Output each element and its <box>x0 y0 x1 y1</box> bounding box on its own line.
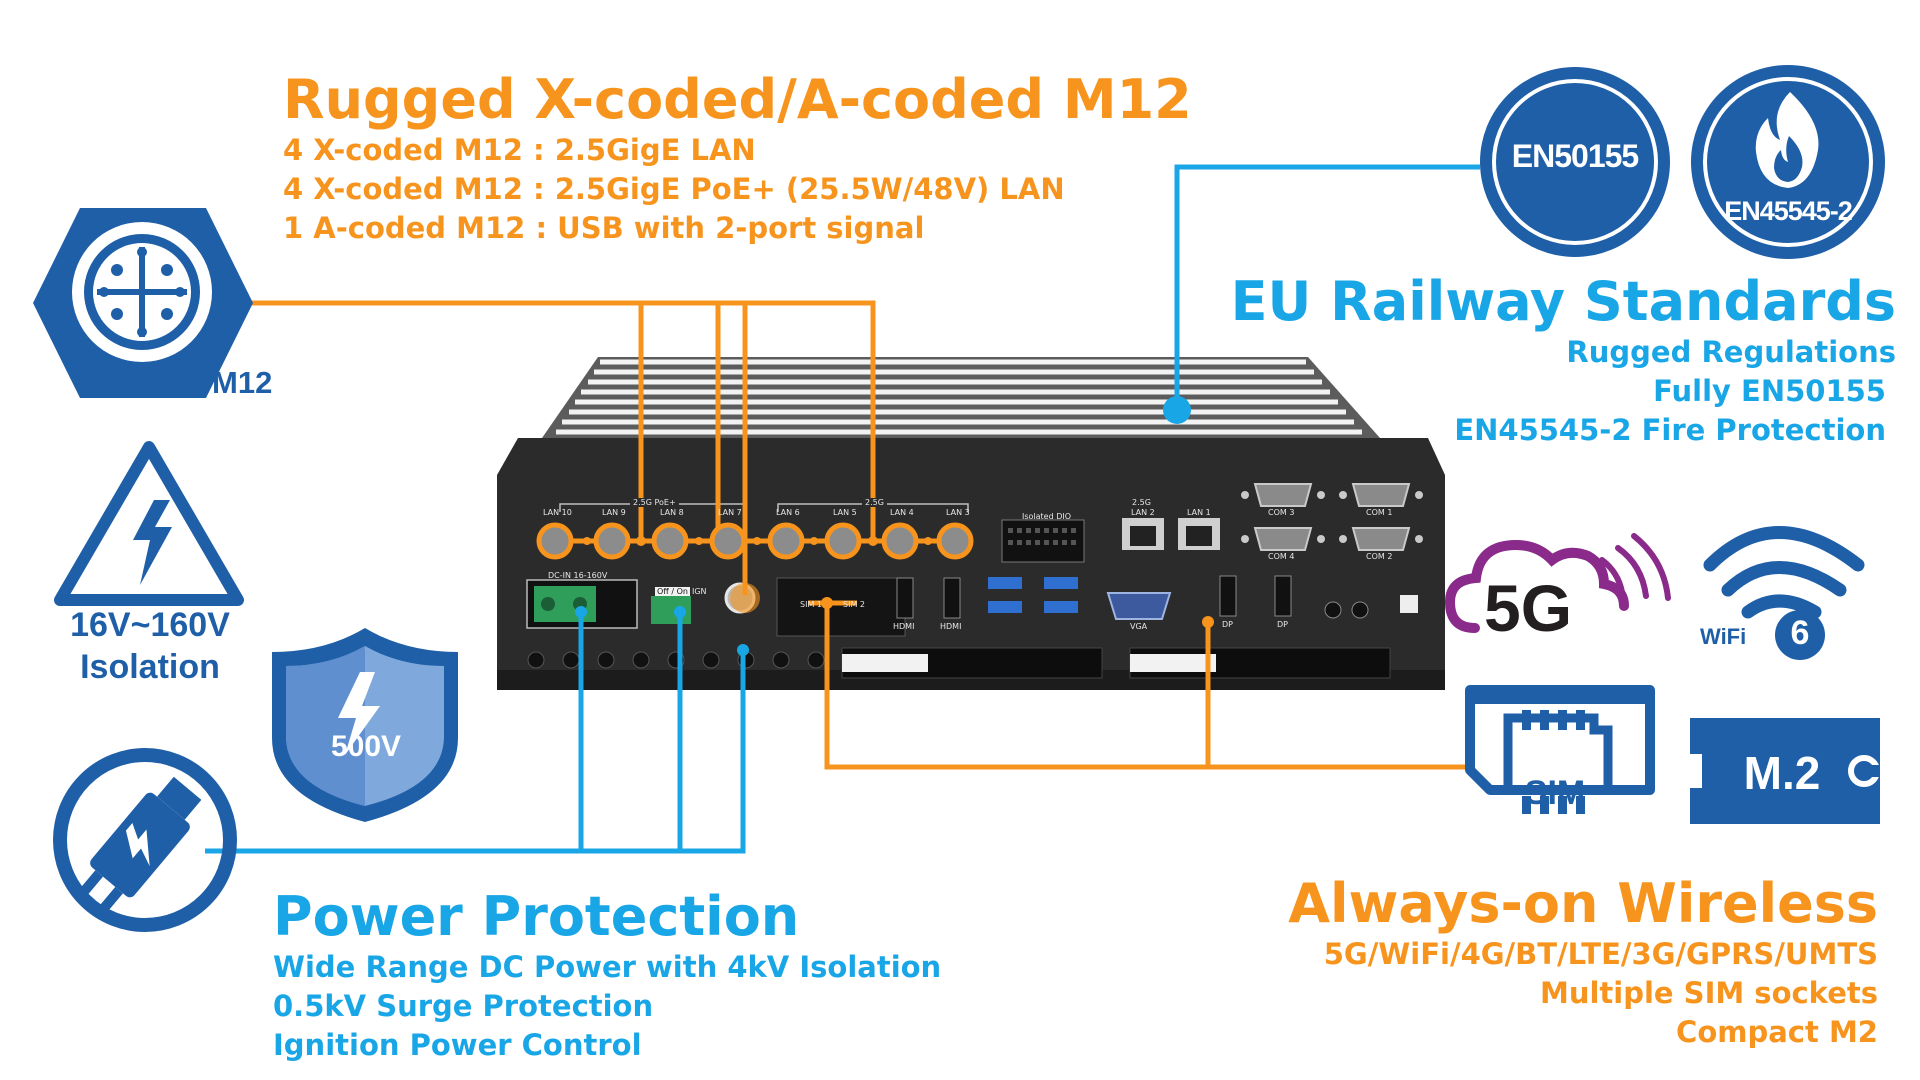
com-label: COM 2 <box>1366 552 1393 561</box>
power-line: 0.5kV Surge Protection <box>273 989 654 1023</box>
railway-title: EU Railway Standards <box>1230 270 1896 333</box>
lan-label: LAN 8 <box>660 508 684 517</box>
isolation-warning-icon <box>54 441 244 606</box>
lan-label: LAN 10 <box>543 508 572 517</box>
lan-label: LAN 7 <box>718 508 742 517</box>
en45545-badge <box>1691 65 1885 259</box>
5g-icon <box>1444 533 1671 633</box>
railway-line: EN45545-2 Fire Protection <box>1454 413 1886 447</box>
m2-icon <box>1690 718 1880 824</box>
com-label: COM 4 <box>1268 552 1295 561</box>
m12-icon-label: M12 <box>212 365 273 400</box>
wifi-6-label: 6 <box>1790 614 1810 652</box>
dp2-label: DP <box>1277 620 1288 629</box>
m12-lan-ports <box>536 522 974 613</box>
en50155-badge <box>1480 67 1670 257</box>
railway-line: Fully EN50155 <box>1653 374 1886 408</box>
m12-line: 4 X-coded M12 : 2.5GigE LAN <box>283 133 756 167</box>
lan1-label: LAN 1 <box>1187 508 1211 517</box>
isolation-line2: Isolation <box>80 648 220 686</box>
group-label-poe: 2.5G PoE+ <box>630 498 679 507</box>
hdmi1-label: HDMI <box>893 622 915 631</box>
m12-line: 4 X-coded M12 : 2.5GigE PoE+ (25.5W/48V)… <box>283 172 1065 206</box>
group-label-lan: 2.5G <box>862 498 887 507</box>
en50155-label: EN50155 <box>1511 138 1639 174</box>
ign-label: IGN <box>692 587 707 596</box>
lan2-label: LAN 2 <box>1131 508 1155 517</box>
sim-label: SIM <box>1524 774 1586 812</box>
lan-label: LAN 5 <box>833 508 857 517</box>
com-label: COM 1 <box>1366 508 1393 517</box>
lan-label: LAN 4 <box>890 508 914 517</box>
vga-label: VGA <box>1130 622 1148 631</box>
wireless-section: Always-on Wireless 5G/WiFi/4G/BT/LTE/3G/… <box>1288 872 1878 1052</box>
m12-line: 1 A-coded M12 : USB with 2-port signal <box>283 211 925 245</box>
wifi-icon <box>1703 526 1865 619</box>
sim-icon <box>1465 685 1655 814</box>
dio-label: Isolated DIO <box>1022 512 1072 521</box>
offon-label: Off / On <box>655 587 690 596</box>
m12-title: Rugged X-coded/A-coded M12 <box>283 68 1192 131</box>
wireless-line: 5G/WiFi/4G/BT/LTE/3G/GPRS/UMTS <box>1323 937 1878 971</box>
wireless-title: Always-on Wireless <box>1288 872 1878 935</box>
sim1-label: SIM 1 <box>800 600 822 609</box>
m12-icon <box>33 208 253 398</box>
hdmi2-label: HDMI <box>940 622 962 631</box>
en45545-label: EN45545-2 <box>1724 196 1853 226</box>
power-section: Power Protection Wide Range DC Power wit… <box>273 885 941 1065</box>
surge-shield-icon <box>272 628 458 822</box>
m2-label: M.2 <box>1743 747 1821 799</box>
lan-label: LAN 6 <box>776 508 800 517</box>
power-plug-icon <box>53 748 237 932</box>
railway-line: Rugged Regulations <box>1566 335 1896 369</box>
lan2-speed-label: 2.5G <box>1132 498 1151 507</box>
com-label: COM 3 <box>1268 508 1295 517</box>
wifi-label: WiFi <box>1700 624 1747 649</box>
power-line: Ignition Power Control <box>273 1028 642 1062</box>
wireless-line: Multiple SIM sockets <box>1539 976 1878 1010</box>
lan-label: LAN 3 <box>946 508 970 517</box>
isolation-line1: 16V~160V <box>70 606 230 644</box>
surge-label: 500V <box>330 730 402 763</box>
dp1-label: DP <box>1222 620 1233 629</box>
railway-section: EU Railway Standards Rugged Regulations … <box>1231 270 1896 450</box>
wireless-line: Compact M2 <box>1676 1015 1878 1049</box>
dcin-label: DC-IN 16-160V <box>548 571 608 580</box>
lan-label: LAN 9 <box>602 508 626 517</box>
blue-connector-lines <box>205 164 1480 854</box>
m12-section: Rugged X-coded/A-coded M12 4 X-coded M12… <box>283 68 1192 248</box>
sim2-label: SIM 2 <box>843 600 865 609</box>
power-title: Power Protection <box>273 885 800 948</box>
5g-label: 5G <box>1484 571 1573 645</box>
power-line: Wide Range DC Power with 4kV Isolation <box>273 950 942 984</box>
